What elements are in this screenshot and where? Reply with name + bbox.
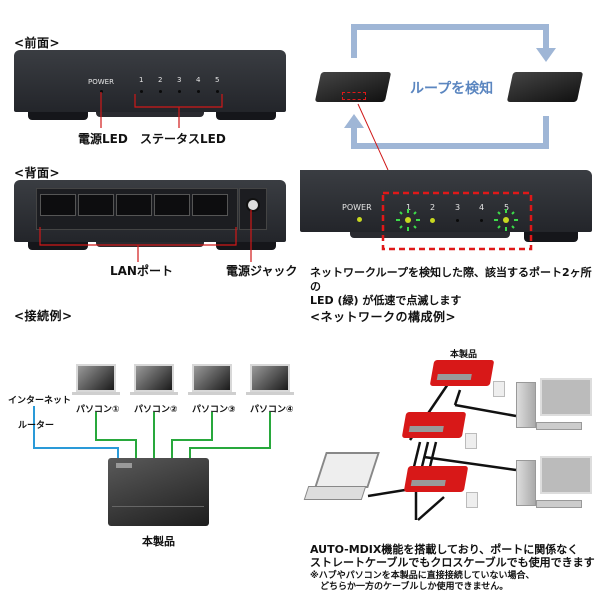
- internet-label: インターネット: [8, 396, 72, 406]
- arrow-down-icon: [536, 48, 556, 62]
- network-caption-line2: ストレートケーブルでもクロスケーブルでも使用できます: [310, 556, 595, 569]
- power-led-label: POWER: [342, 203, 372, 212]
- network-product-label: 本製品: [450, 350, 478, 360]
- power-jack-callout: 電源ジャック: [226, 264, 298, 278]
- network-note: ※ハブやパソコンを本製品に直接接続していない場合、 どちらか一方のケーブルしか使…: [310, 571, 534, 593]
- status-led-blinking: [405, 217, 411, 223]
- loop-caption-line1: ネットワークループを検知した際、該当するポート2ヶ所の: [310, 266, 592, 293]
- blink-rays-icon: [494, 209, 518, 231]
- pc-label: パソコン①: [76, 405, 120, 415]
- desktop-pc-icon: [516, 378, 594, 436]
- front-heading: <前面>: [14, 36, 61, 50]
- loop-caption: ネットワークループを検知した際、該当するポート2ヶ所の LED (緑) が低速で…: [310, 266, 600, 308]
- port-number: 1: [406, 203, 412, 212]
- status-led: [159, 90, 162, 93]
- switch-left-icon: [314, 64, 392, 108]
- lan-port: [154, 194, 190, 216]
- power-jack: [246, 198, 260, 212]
- ac-adapter-icon: [466, 492, 478, 508]
- router-label: ルーター: [18, 421, 55, 431]
- switch-red-icon: [401, 412, 467, 438]
- status-led-on: [430, 218, 435, 223]
- status-led: [197, 90, 200, 93]
- loop-detect-title: ループを検知: [410, 81, 494, 97]
- power-led-callout: 電源LED: [78, 132, 128, 146]
- status-led: [216, 90, 219, 93]
- blink-rays-icon: [396, 209, 420, 231]
- ac-adapter-icon: [465, 433, 477, 449]
- lan-port: [192, 194, 228, 216]
- lan-port-callout: LANポート: [110, 264, 173, 278]
- desktop-pc-icon: [516, 456, 594, 514]
- pc-label: パソコン④: [250, 405, 294, 415]
- power-led: [100, 90, 103, 93]
- pc-label: パソコン③: [192, 405, 236, 415]
- product-label: 本製品: [142, 535, 175, 548]
- port-number: 3: [177, 76, 182, 84]
- lan-port: [40, 194, 76, 216]
- ac-adapter-icon: [493, 381, 505, 397]
- switch-red-icon: [429, 360, 495, 386]
- status-led: [178, 90, 181, 93]
- network-note-line1: ※ハブやパソコンを本製品に直接接続していない場合、: [310, 571, 535, 581]
- status-led-blinking: [503, 217, 509, 223]
- port-number: 4: [479, 203, 485, 212]
- power-led: [357, 217, 362, 222]
- loop-front-device: POWER 1 2 3 4 5: [300, 170, 592, 242]
- port-number: 2: [430, 203, 436, 212]
- connection-heading: <接続例>: [14, 309, 73, 323]
- port-number: 5: [504, 203, 510, 212]
- product-top-view: [108, 458, 209, 526]
- power-led-label: POWER: [88, 78, 114, 86]
- network-heading: <ネットワークの構成例>: [310, 310, 457, 324]
- loop-caption-line2: LED (緑) が低速で点滅します: [310, 294, 462, 307]
- network-caption-line1: AUTO-MDIX機能を搭載しており、ポートに関係なく: [310, 543, 579, 556]
- port-number: 4: [196, 76, 201, 84]
- port-number: 2: [158, 76, 163, 84]
- arrow-up-icon: [344, 114, 364, 128]
- back-heading: <背面>: [14, 166, 61, 180]
- network-note-line2: どちらか一方のケーブルしか使用できません。: [320, 582, 509, 592]
- laptop-icon: [303, 452, 380, 500]
- switch-red-icon: [403, 466, 469, 492]
- lan-port: [116, 194, 152, 216]
- pc-label: パソコン②: [134, 405, 178, 415]
- back-view-device: [14, 180, 286, 252]
- status-led-off: [456, 219, 459, 222]
- status-led-off: [480, 219, 483, 222]
- port-number: 1: [139, 76, 144, 84]
- status-led-callout: ステータスLED: [140, 132, 226, 146]
- lan-port: [78, 194, 114, 216]
- network-caption: AUTO-MDIX機能を搭載しており、ポートに関係なく ストレートケーブルでもク…: [310, 543, 595, 569]
- port-number: 3: [455, 203, 461, 212]
- status-led: [140, 90, 143, 93]
- port-number: 5: [215, 76, 220, 84]
- front-view-device: POWER 1 2 3 4 5: [14, 50, 286, 120]
